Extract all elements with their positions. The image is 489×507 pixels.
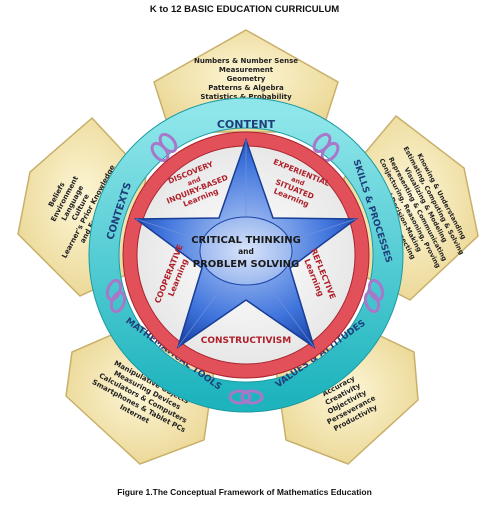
- panel-content-item: Geometry: [227, 75, 266, 83]
- band-label-content: CONTENT: [217, 118, 276, 131]
- panel-content-item: Numbers & Number Sense: [194, 57, 298, 65]
- label-constructivism: CONSTRUCTIVISM: [201, 336, 292, 346]
- panel-content-item: Measurement: [219, 66, 274, 74]
- center-line-2: PROBLEM SOLVING: [193, 259, 300, 270]
- panel-content-item: Statistics & Probability: [200, 93, 292, 101]
- chain-links: [105, 132, 385, 405]
- page-title: K to 12 BASIC EDUCATION CURRICULUM: [149, 4, 340, 15]
- center-core: [199, 216, 293, 286]
- framework-band: [89, 98, 403, 412]
- figure-caption: Figure 1.The Conceptual Framework of Mat…: [117, 487, 372, 497]
- panel-content-item: Patterns & Algebra: [208, 84, 284, 92]
- center-line-1: CRITICAL THINKING: [191, 235, 301, 246]
- center-and: and: [238, 247, 254, 256]
